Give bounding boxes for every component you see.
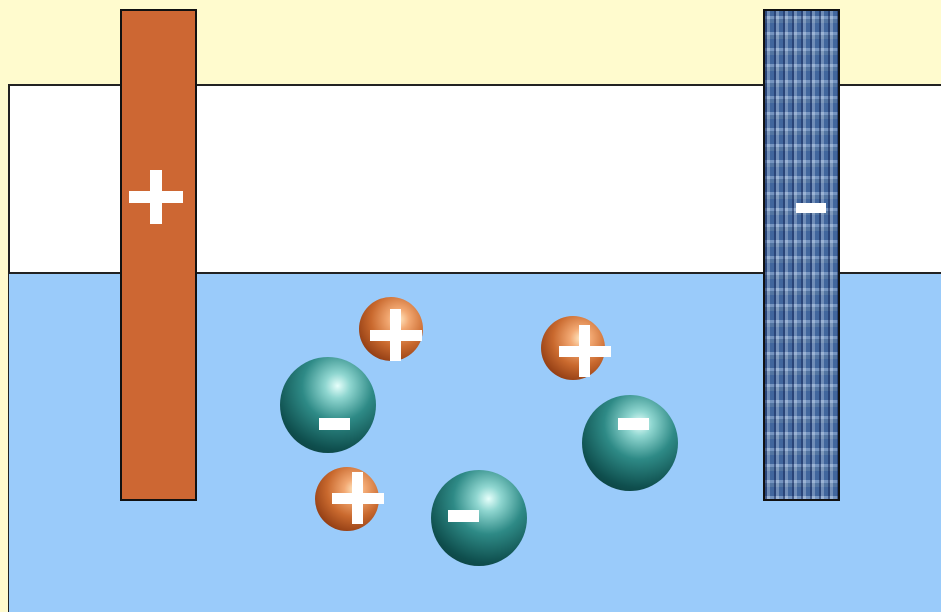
- plus-icon: [370, 309, 422, 361]
- cathode-minus-icon: [796, 203, 826, 213]
- minus-icon: [448, 510, 479, 522]
- minus-icon: [618, 418, 649, 430]
- cation-ion: +: [315, 467, 379, 531]
- anode-electrode: +: [120, 9, 197, 501]
- anion-ion: -: [431, 470, 527, 566]
- cation-ion: +: [541, 316, 605, 380]
- plus-icon: [559, 325, 611, 377]
- minus-icon: [319, 418, 350, 430]
- plus-icon: [332, 472, 384, 524]
- anode-plus-icon: [129, 170, 183, 224]
- anode-sign: +: [122, 11, 123, 12]
- cathode-electrode: -: [763, 9, 840, 501]
- cathode-sign: -: [765, 11, 766, 12]
- anion-ion: -: [582, 395, 678, 491]
- anion-ion: -: [280, 357, 376, 453]
- cation-ion: +: [359, 297, 423, 361]
